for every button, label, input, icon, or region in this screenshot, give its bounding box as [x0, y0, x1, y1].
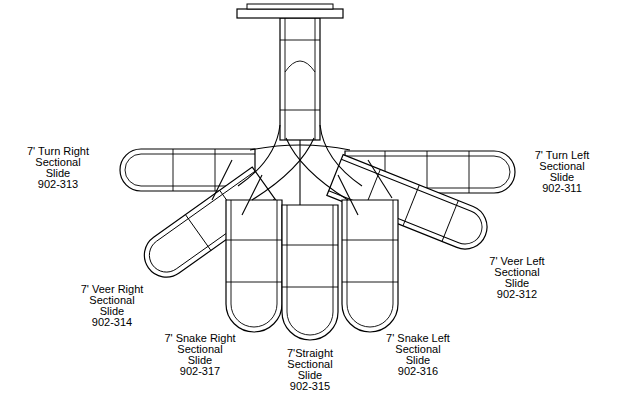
slide-lip: [347, 200, 393, 327]
deck-lip: [247, 4, 333, 9]
slide-lip: [287, 205, 333, 335]
label-line: Slide: [378, 355, 458, 366]
support-frame: [338, 175, 358, 215]
section-seam: [442, 201, 458, 242]
label-line: 902-317: [160, 366, 240, 377]
label-line: Slide: [272, 370, 348, 381]
label-line: Slide: [160, 355, 240, 366]
slide-section: [342, 200, 398, 332]
label-line: 902-316: [378, 366, 458, 377]
label-line: Slide: [72, 306, 152, 317]
support-frame: [242, 175, 262, 215]
label-line: Sectional: [272, 359, 348, 370]
section-seam: [215, 149, 216, 191]
chute-line: [280, 110, 320, 111]
section-seam: [342, 240, 398, 241]
label-line: Slide: [480, 278, 554, 289]
slide-lip: [231, 200, 277, 327]
label-line: 7' Snake Left: [378, 333, 458, 344]
part-label: 7'Straight Sectional Slide 902-315: [272, 348, 348, 392]
chute-line: [315, 18, 316, 140]
part-label: 7' Snake Right Sectional Slide 902-317: [160, 333, 240, 377]
slide-outline: [226, 200, 282, 332]
slide-section: [226, 200, 282, 332]
label-line: 902-311: [522, 183, 602, 194]
label-line: 7' Turn Right: [18, 146, 98, 157]
label-line: Sectional: [480, 267, 554, 278]
label-line: 902-315: [272, 381, 348, 392]
section-seam: [173, 149, 174, 191]
section-seam: [469, 151, 470, 193]
part-label: 7' Veer Left Sectional Slide 902-312: [480, 256, 554, 300]
part-label: 7' Veer Right Sectional Slide 902-314: [72, 284, 152, 328]
entry-chute: [237, 4, 343, 140]
part-label: 7' Snake Left Sectional Slide 902-316: [378, 333, 458, 377]
section-seam: [403, 185, 419, 226]
part-label: 7' Turn Right Sectional Slide 902-313: [18, 146, 98, 190]
label-line: Sectional: [72, 295, 152, 306]
section-seam: [226, 282, 282, 283]
chute-hood: [285, 61, 315, 72]
support-frame: [212, 160, 232, 200]
slide-outline: [342, 200, 398, 332]
slide-section: [282, 205, 338, 340]
label-line: 7' Snake Right: [160, 333, 240, 344]
label-line: 7' Veer Right: [72, 284, 152, 295]
label-line: Sectional: [160, 344, 240, 355]
chute-line: [280, 40, 320, 41]
section-seam: [282, 287, 338, 288]
label-line: Sectional: [18, 157, 98, 168]
label-line: Slide: [522, 172, 602, 183]
label-line: 7' Veer Left: [480, 256, 554, 267]
support-frame: [238, 125, 280, 186]
label-line: 902-314: [72, 317, 152, 328]
label-line: 902-312: [480, 289, 554, 300]
slide-outline: [282, 205, 338, 340]
section-seam: [185, 215, 210, 251]
label-line: 7' Turn Left: [522, 150, 602, 161]
section-seam: [226, 240, 282, 241]
label-line: Slide: [18, 168, 98, 179]
section-seam: [282, 245, 338, 246]
support-frame: [252, 138, 314, 200]
label-line: Sectional: [378, 344, 458, 355]
section-seam: [342, 282, 398, 283]
chute-body: [280, 18, 320, 140]
label-line: Sectional: [522, 161, 602, 172]
support-frame: [320, 125, 362, 186]
deck-platform: [237, 9, 343, 18]
label-line: 7'Straight: [272, 348, 348, 359]
section-seam: [427, 151, 428, 193]
support-frame: [286, 138, 348, 200]
support-frame: [299, 140, 300, 205]
chute-line: [285, 18, 286, 140]
support-frame: [368, 160, 392, 198]
label-line: 902-313: [18, 179, 98, 190]
part-label: 7' Turn Left Sectional Slide 902-311: [522, 150, 602, 194]
